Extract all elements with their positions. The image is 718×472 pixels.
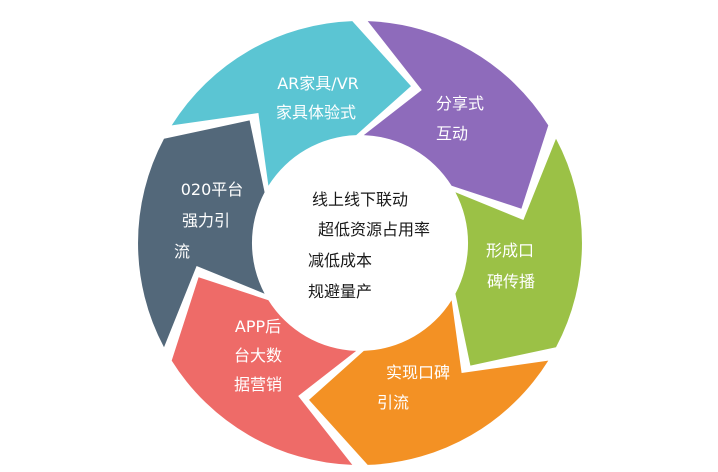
segment-label-o2o-line-3: 流 xyxy=(174,242,190,261)
segment-label-traffic-line-1: 实现口碑 xyxy=(386,363,450,382)
segment-label-share: 分享式 互动 xyxy=(436,94,484,143)
segment-label-o2o: 020平台 强力引 流 xyxy=(174,180,243,261)
segment-label-ar-vr-line-2: 家具体验式 xyxy=(276,103,356,122)
segment-label-o2o-line-1: 020平台 xyxy=(181,180,244,199)
segment-label-word-of-mouth-line-1: 形成口 xyxy=(486,241,534,260)
segment-ar-vr xyxy=(171,21,411,186)
segment-label-ar-vr: AR家具/VR 家具体验式 xyxy=(276,74,359,122)
segment-label-app-marketing: APP后 台大数 据营销 xyxy=(234,317,282,394)
center-line-1: 线上线下联动 xyxy=(312,190,408,209)
segment-label-share-line-1: 分享式 xyxy=(436,94,484,113)
segment-label-word-of-mouth: 形成口 碑传播 xyxy=(486,241,535,291)
center-line-4: 规避量产 xyxy=(308,282,372,301)
segment-app-marketing xyxy=(171,277,357,465)
segment-label-ar-vr-line-1: AR家具/VR xyxy=(277,74,359,93)
segment-label-app-marketing-line-2: 台大数 xyxy=(234,346,282,365)
center-text: 线上线下联动 超低资源占用率 减低成本 规避量产 xyxy=(308,190,430,301)
segment-label-traffic-line-2: 引流 xyxy=(377,393,409,412)
segment-label-share-line-2: 互动 xyxy=(436,124,468,143)
segment-label-o2o-line-2: 强力引 xyxy=(182,211,230,230)
center-line-3: 减低成本 xyxy=(308,251,372,270)
segment-word-of-mouth xyxy=(455,138,582,366)
segment-label-word-of-mouth-line-2: 碑传播 xyxy=(487,272,535,291)
segment-share xyxy=(363,21,549,209)
center-line-2: 超低资源占用率 xyxy=(318,220,430,239)
segment-o2o xyxy=(138,120,265,348)
segment-label-app-marketing-line-1: APP后 xyxy=(235,317,281,336)
center-circle xyxy=(265,148,455,338)
segment-label-traffic: 实现口碑 引流 xyxy=(377,363,450,412)
segment-label-app-marketing-line-3: 据营销 xyxy=(234,375,282,394)
segments-layer xyxy=(138,21,582,465)
segment-traffic xyxy=(309,300,549,465)
